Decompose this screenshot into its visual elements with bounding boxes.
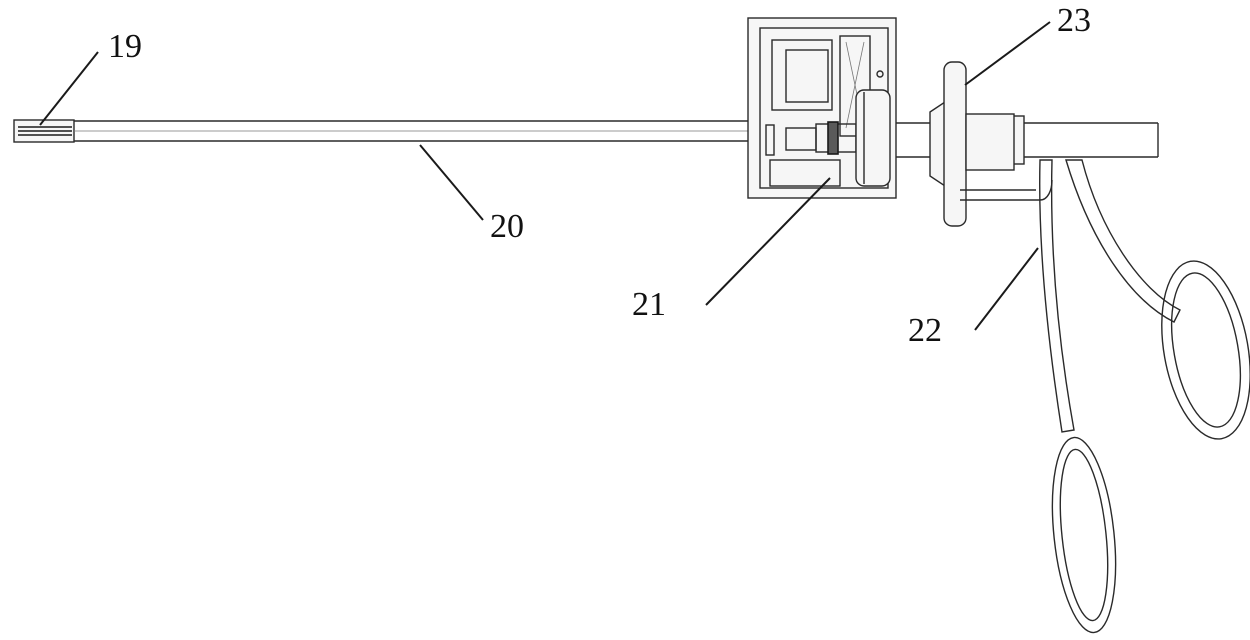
distal-tip (13, 119, 75, 143)
label-housing: 21 (632, 286, 666, 323)
leader-21 (705, 177, 831, 306)
label-wheel: 23 (1057, 2, 1091, 39)
leader-23 (964, 21, 1051, 86)
label-shaft: 20 (490, 208, 524, 245)
rotation-wheel (929, 61, 1015, 227)
leader-19 (39, 51, 99, 126)
leader-20 (419, 144, 484, 221)
leader-22 (974, 247, 1039, 331)
shaft (74, 120, 760, 142)
label-tip: 19 (108, 28, 142, 65)
mechanism-housing (747, 17, 897, 199)
label-handle: 22 (908, 312, 942, 349)
scissor-handle (960, 159, 1250, 634)
